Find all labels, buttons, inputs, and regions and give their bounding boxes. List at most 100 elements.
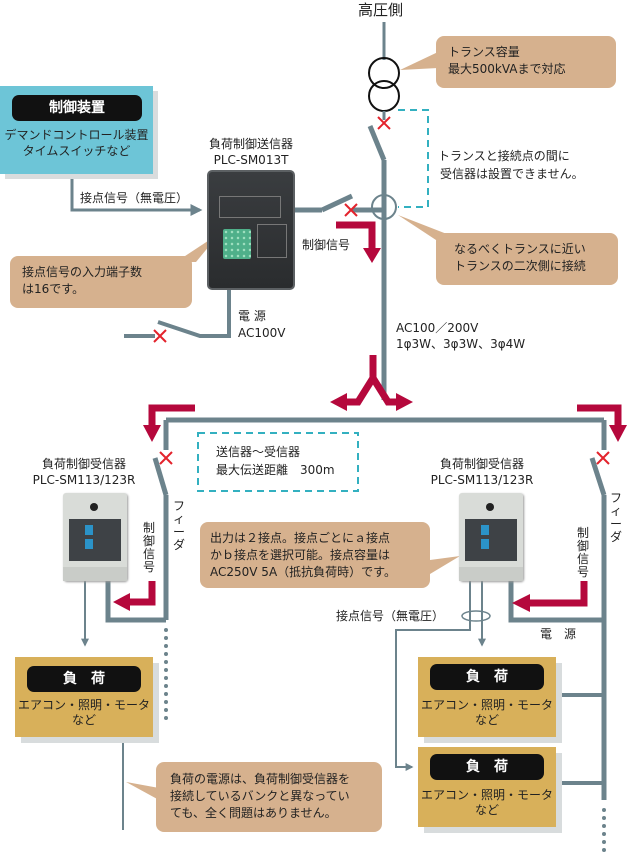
right-receiver-terminals [459,567,523,581]
contact-signal-label-top: 接点信号（無電圧） [80,191,189,205]
right-signal-arrow-out [528,581,588,607]
right-signal-arrow-in [577,404,622,428]
left-receiver-terminals [63,567,127,581]
control-signal-arrow [336,221,376,252]
main-breaker-cross [377,116,391,130]
transmitter-switch [320,193,354,213]
left-feeder-label: フィーダ [172,499,185,552]
left-feeder-cross [159,451,173,465]
left-receiver-dip-switch-1 [85,525,93,535]
output-contact-callout-line-1: 出力は２接点。接点ごとにａ接点 [210,531,391,545]
no-receiver-note-line-1: トランスと接続点の間に [438,149,570,163]
load-right-2-line-2: など [474,803,499,817]
supply-spec-line-2: 1φ3W、3φ3W、3φ4W [396,337,526,351]
right-power-label: 電 源 [540,627,577,641]
power-cross [153,329,167,343]
left-receiver-name: 負荷制御受信器 [41,457,126,471]
load-power-callout-line-1: 負荷の電源は、負荷制御受信器を [170,772,351,786]
transmitter-tap-cross [344,203,358,217]
transformer-callout-line-1: トランス容量 [448,45,520,59]
load-power-callout-line-2: 接続しているバンクと異なってい [170,789,350,803]
right-receiver-panel [465,519,517,561]
right-receiver-knob [486,503,494,511]
right-signal-arrowhead-in [609,425,627,442]
input-terminal-callout: 接点信号の入力端子数 は16です。 [10,256,192,308]
left-signal-arrowhead-in [143,425,161,442]
right-signal-arrowhead-out [512,594,530,612]
transmitter-name: 負荷制御送信器 [208,137,293,151]
control-device-line-2: タイムスイッチなど [22,144,131,158]
transformer-callout-tail [400,52,438,70]
left-receiver-knob [90,503,98,511]
transformer-icon [368,57,400,112]
left-control-signal-label: 制御信号 [142,521,155,574]
connection-point [371,194,397,220]
load-left-line-1: エアコン・照明・モータ [17,698,150,712]
main-breaker [367,125,387,161]
no-receiver-zone [398,109,429,208]
load-right-1-line-1: エアコン・照明・モータ [420,698,553,712]
load-left-line-2: など [71,713,96,727]
control-signal-arrowhead [363,248,381,263]
left-receiver-power-line [105,572,166,623]
transmitter-status-panel [257,224,287,258]
left-signal-arrowhead-out [113,593,130,611]
connection-callout-line-1: なるべくトランスに近い [454,242,586,256]
transmitter-power-label-1: 電 源 [238,309,266,323]
connection-callout: なるべくトランスに近い トランスの二次側に接続 [436,233,618,285]
left-receiver-model: PLC-SM113/123R [32,473,136,487]
load-power-callout-line-3: ても、全く問題はありません。 [170,806,337,820]
left-feeder-switch [152,457,169,496]
right-receiver-name: 負荷制御受信器 [439,457,524,471]
control-device-line-1: デマンドコントロール装置 [4,128,149,142]
supply-spec-line-1: AC100／200V [396,321,479,335]
load-box-right-1: 負 荷 エアコン・照明・モータ など [418,657,556,737]
signal-split-arrow [330,355,413,411]
distance-box-line-2: 最大伝送距離 300m [216,463,335,477]
right-receiver-dip-switch-2 [481,539,489,549]
right-receiver-model: PLC-SM113/123R [430,473,534,487]
control-device-title: 制御装置 [12,95,142,121]
no-receiver-note-line-2: 受信器は設置できません。 [440,167,584,181]
transformer-callout: トランス容量 最大500kVAまで対応 [436,36,616,88]
output-callout-tail [430,556,460,574]
right-receiver-dip-switch-1 [481,525,489,535]
high-voltage-label: 高圧側 [358,1,404,19]
left-receiver-dip-switch-2 [85,539,93,549]
distance-box-line-1: 送信器〜受信器 [216,445,301,459]
output-contact-callout-line-3: AC250V 5A（抵抗負荷時）です。 [210,565,396,579]
right-output-line-2 [395,572,471,771]
right-control-signal-label: 制御信号 [576,526,589,579]
transmitter-control-signal-label: 制御信号 [302,238,351,252]
load-right-2-line-1: エアコン・照明・モータ [420,788,553,802]
output-contact-callout-line-2: かｂ接点を選択可能。接点容量は [210,548,391,562]
input-terminal-callout-line-1: 接点信号の入力端子数 [22,265,143,279]
input-terminal-callout-line-2: は16です。 [22,282,85,296]
left-signal-arrow-out [128,581,156,606]
transmitter-power-line [157,290,231,338]
load-power-callout: 負荷の電源は、負荷制御受信器を 接続しているバンクと異なってい ても、全く問題は… [156,762,382,832]
connection-callout-line-2: トランスの二次側に接続 [454,259,586,273]
load-right-2-title: 負 荷 [430,754,544,780]
transmitter-model: PLC-SM013T [213,153,289,167]
right-receiver-device [459,493,523,581]
contact-signal-line [70,173,203,216]
load-right-1-line-2: など [474,713,499,727]
left-signal-arrow-in [148,404,195,428]
load-box-right-2: 負 荷 エアコン・照明・モータ など [418,747,556,827]
left-receiver-panel [69,519,121,561]
right-feeder-cross [596,451,610,465]
right-receiver-power-line [508,572,604,623]
load-right-1-title: 負 荷 [430,664,544,690]
right-feeder-switch [589,457,607,496]
transformer-callout-line-2: 最大500kVAまで対応 [448,62,566,76]
transmitter-terminal-block [223,229,251,259]
right-contact-signal-label: 接点信号（無電圧） [336,609,445,623]
right-feeder-label: フィーダ [609,491,622,544]
output-contact-callout: 出力は２接点。接点ごとにａ接点 かｂ接点を選択可能。接点容量は AC250V 5… [200,522,430,588]
transmitter-power-label-2: AC100V [238,326,286,340]
transmitter-label-plate [219,196,281,218]
transmitter-device [207,170,295,290]
load-left-title: 負 荷 [27,666,141,692]
